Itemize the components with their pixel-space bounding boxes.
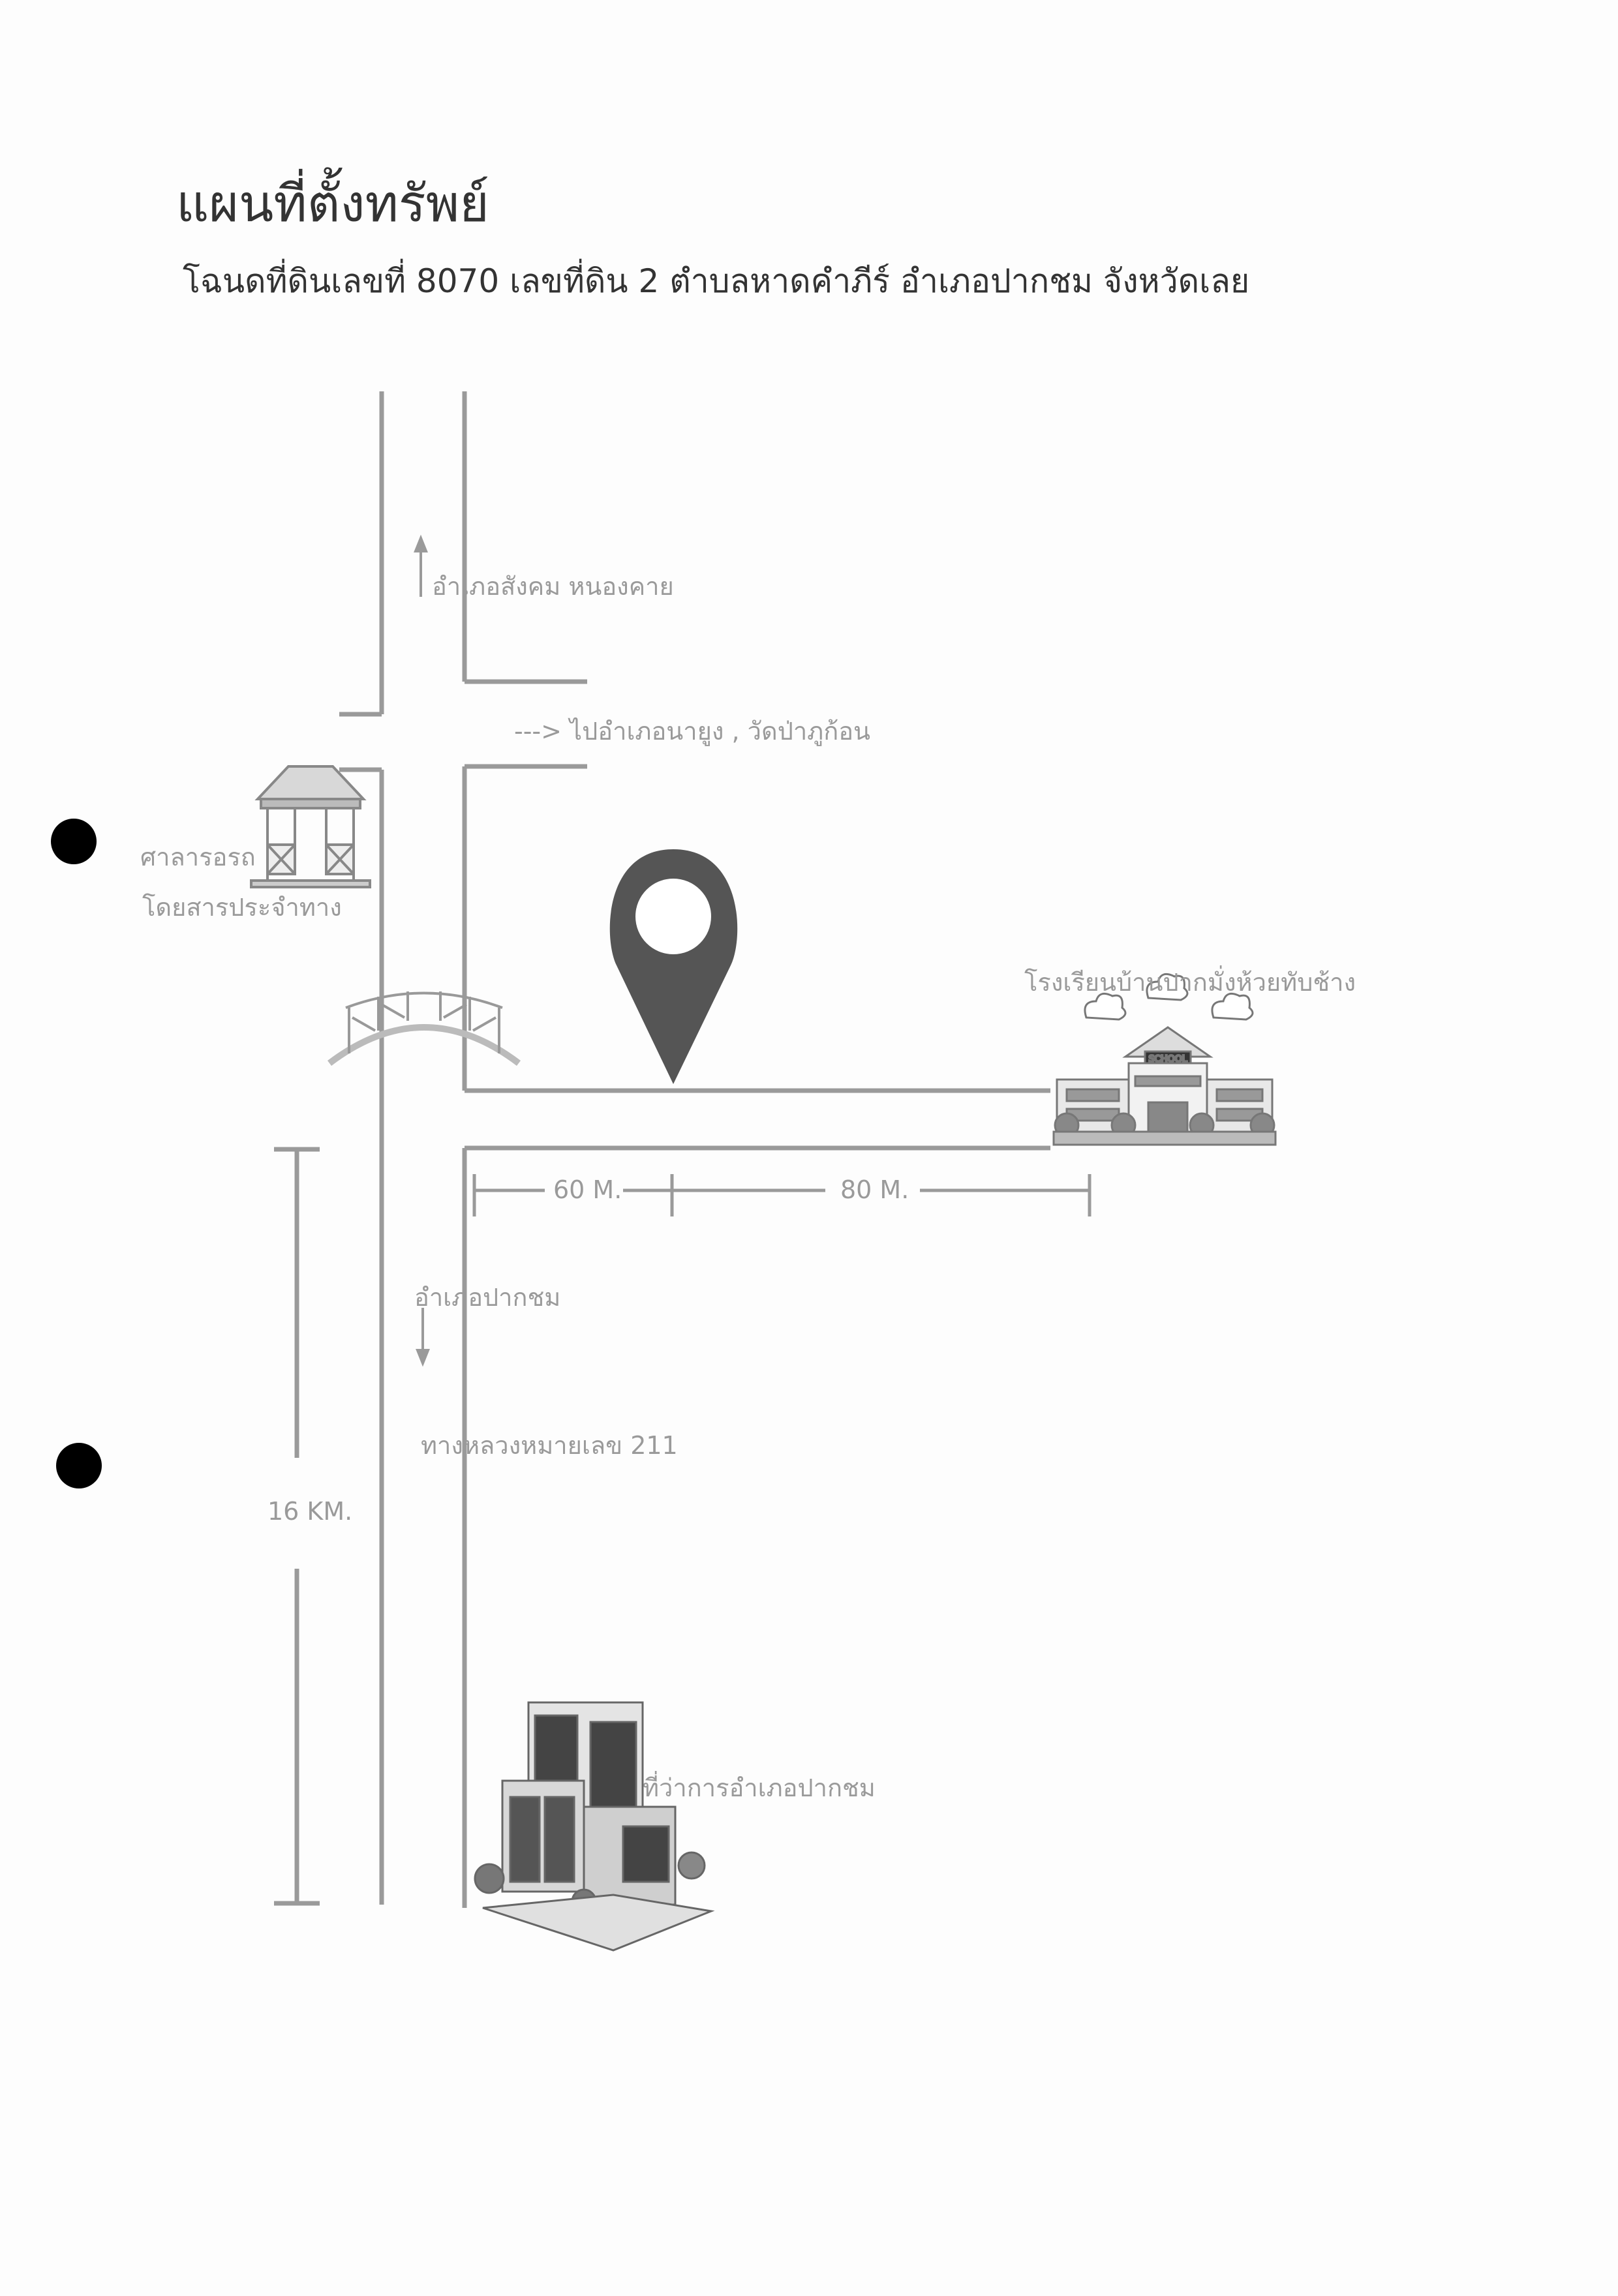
south-arrow-icon: [416, 1308, 430, 1367]
main-road: [339, 391, 1050, 1908]
distance-marker-horizontal: [472, 1174, 1091, 1216]
page-title: แผนที่ตั้งทรัพย์: [176, 175, 489, 234]
location-pin-icon: [609, 849, 738, 1084]
north-arrow-icon: [414, 534, 428, 597]
bus-stop-label: ศาลารอรถ: [140, 843, 256, 871]
office-building-icon: [474, 1701, 715, 1952]
bus-stop-label-2: โดยสารประจำทาง: [142, 893, 342, 922]
north-destination-label: อำเภอสังคม หนองคาย: [432, 572, 674, 601]
deed-subtitle: โฉนดที่ดินเลขที่ 8070 เลขที่ดิน 2 ตำบลหา…: [183, 262, 1250, 300]
south-destination-label: อำเภอปากชม: [414, 1283, 561, 1312]
highway-label: ทางหลวงหมายเลข 211: [421, 1431, 678, 1460]
distance-marker-vertical: [274, 1147, 320, 1906]
distance-16km-label: 16 KM.: [267, 1497, 353, 1526]
district-office-label: ที่ว่าการอำเภอปากชม: [643, 1774, 876, 1802]
punch-hole-top: [51, 819, 97, 864]
gazebo-icon: [250, 765, 371, 888]
school-label: โรงเรียนบ้านปากมั่งห้วยทับช้าง: [1024, 968, 1356, 997]
distance-80m-label: 80 M.: [840, 1175, 909, 1204]
distance-60m-label: 60 M.: [553, 1175, 622, 1204]
east-road-label: ---> ไปอำเภอนายูง , วัดป่าภูก้อน: [514, 717, 871, 746]
bridge-icon: [327, 991, 521, 1066]
punch-hole-bottom: [56, 1443, 102, 1488]
school-icon: SCHOOL: [1052, 973, 1277, 1146]
